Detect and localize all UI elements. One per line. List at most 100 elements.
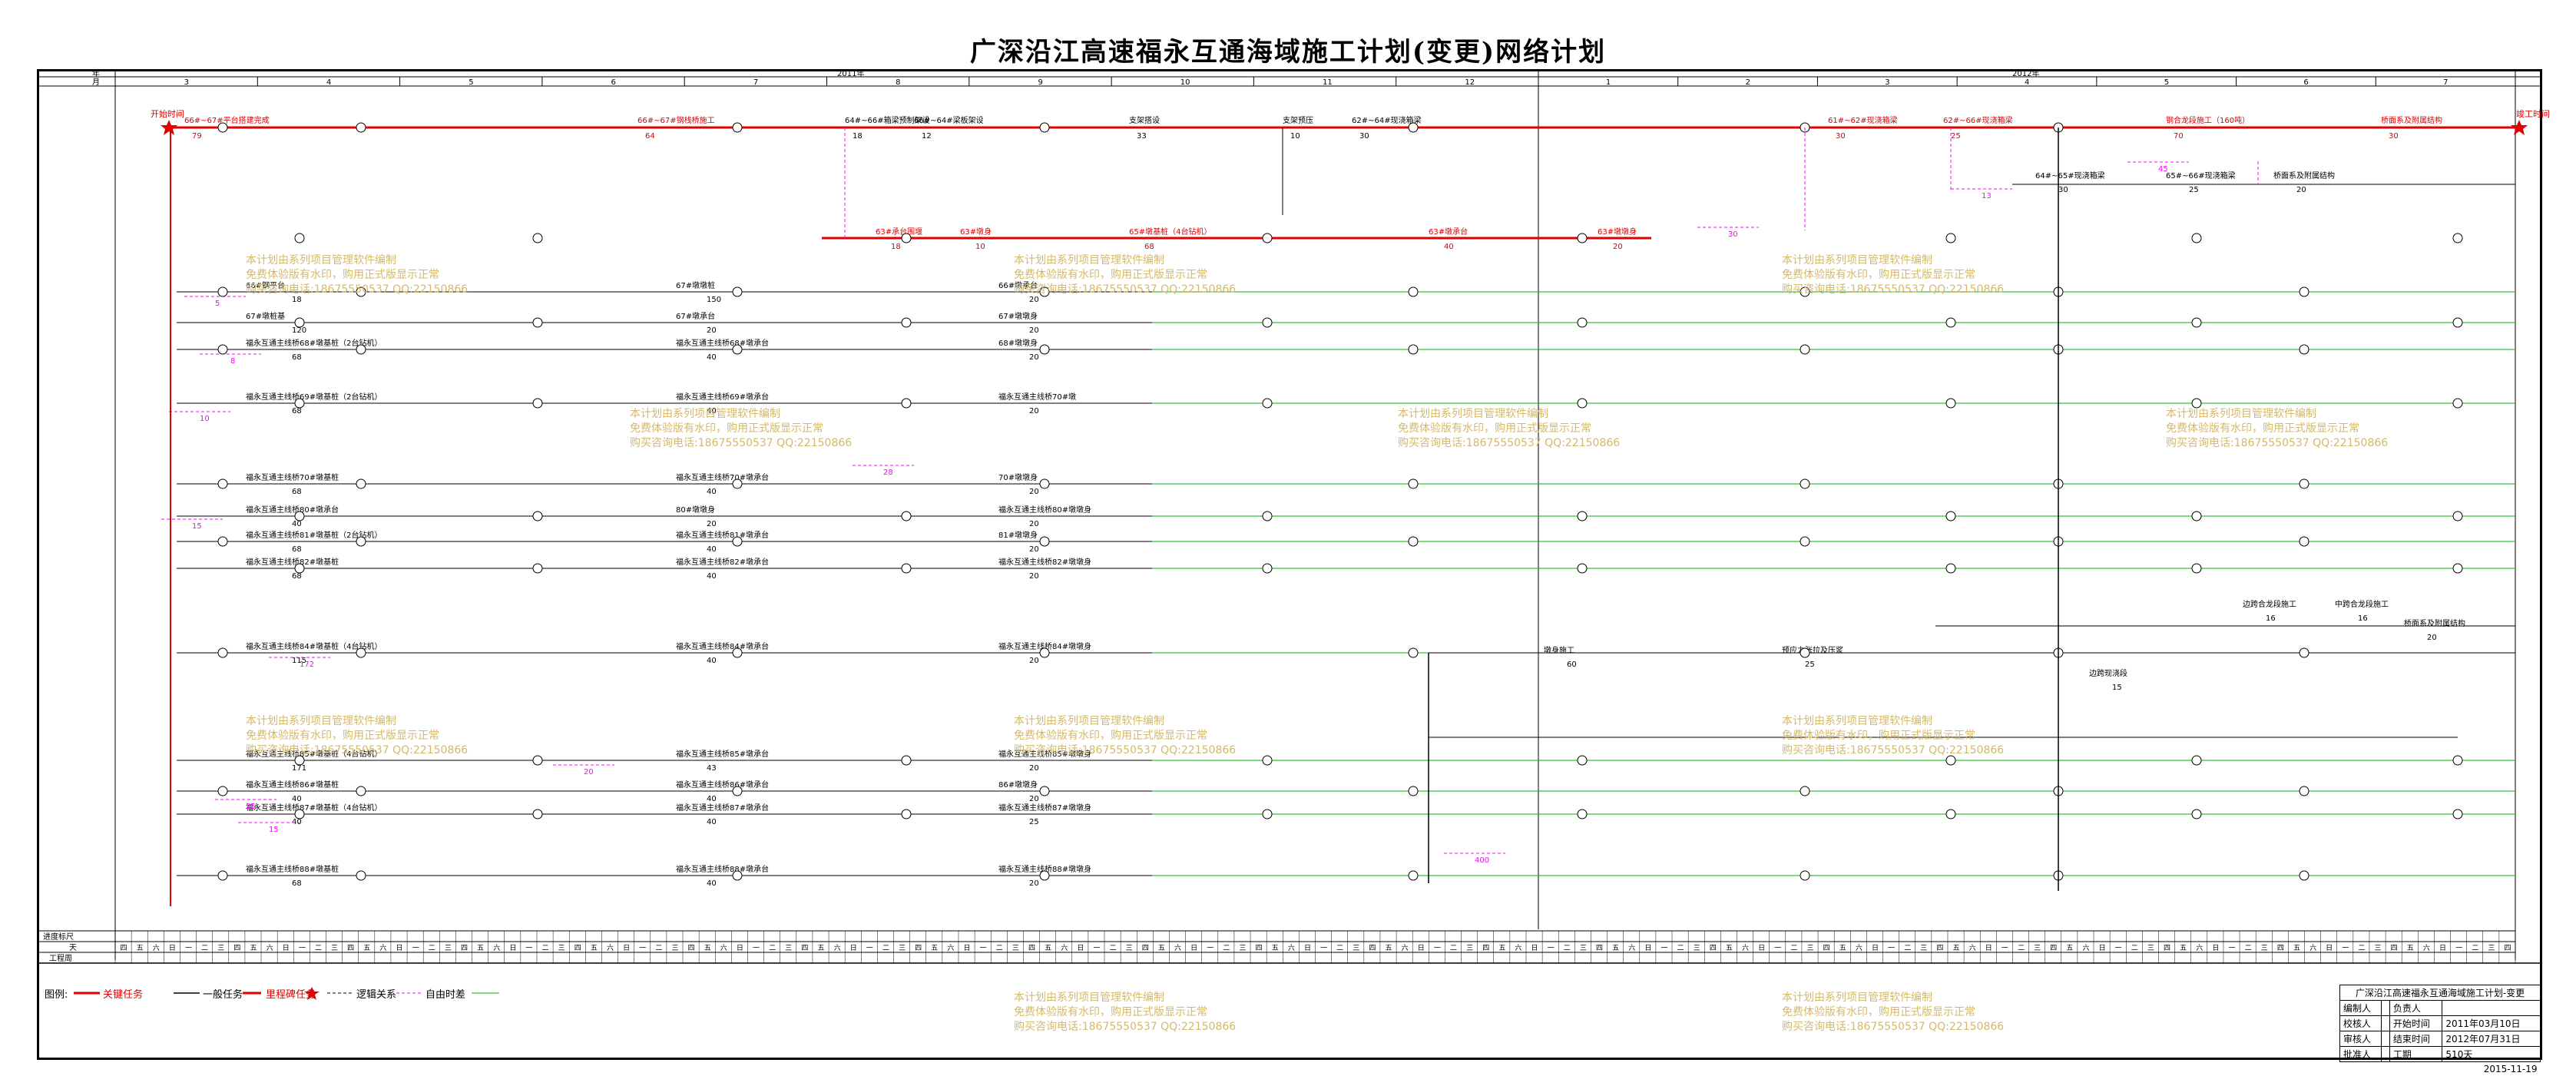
activity-duration: 20	[1029, 764, 1039, 773]
activity-label: 67#墩承台	[676, 311, 715, 321]
event-node	[1578, 756, 1587, 765]
event-node	[733, 537, 742, 546]
weekday-cell: 四	[461, 945, 468, 952]
weekday-cell: 四	[1936, 945, 1943, 952]
event-node	[2453, 809, 2462, 819]
event-node	[2453, 399, 2462, 408]
timescale-ticks: 四五六日一二三四五六日一二三四五六日一二三四五六日一二三四五六日一二三四五六日一…	[115, 931, 2515, 963]
activity-label: 福永互通主线桥80#墩墩身	[998, 505, 1091, 515]
event-node	[733, 123, 742, 132]
watermark-line: 免费体验版有水印，购用正式版显示正常	[1398, 422, 1591, 435]
event-node	[1040, 648, 1049, 657]
weekday-cell: 一	[1660, 945, 1667, 952]
activity-duration: 40	[707, 879, 717, 888]
month-label-2012: 1	[1606, 78, 1611, 87]
event-node	[1800, 345, 1809, 354]
activity-label: 福永互通主线桥84#墩承台	[676, 641, 769, 651]
weekday-cell: 四	[915, 945, 922, 952]
weekday-cell: 六	[267, 943, 273, 952]
watermark-line: 购买咨询电话:18675550537 QQ:22150866	[1014, 1021, 1236, 1033]
weekday-cell: 二	[996, 945, 1003, 952]
weekday-cell: 二	[2358, 945, 2365, 952]
watermark: 本计划由系列项目管理软件编制 免费体验版有水印，购用正式版显示正常 购买咨询电话…	[1782, 991, 2004, 1035]
weekday-cell: 日	[737, 944, 743, 952]
weekday-cell: 四	[574, 945, 581, 952]
weekday-cell: 四	[1482, 945, 1489, 952]
weekday-cell: 六	[1969, 943, 1976, 952]
critical-task-label: 66#~67#钢栈桥施工	[637, 115, 715, 125]
event-node	[295, 809, 304, 819]
watermark-line: 本计划由系列项目管理软件编制	[1782, 254, 1932, 267]
weekday-cell: 五	[2180, 945, 2187, 952]
critical-task-label: 66#~67#平台搭建完成	[184, 115, 270, 125]
weekday-cell: 一	[2228, 945, 2235, 952]
event-node	[2453, 756, 2462, 765]
watermark-line: 本计划由系列项目管理软件编制	[1014, 992, 1164, 1004]
sub-critical-label: 63#墩墩身	[1598, 227, 1637, 237]
weekday-cell: 三	[2375, 945, 2382, 952]
weekday-cell: 四	[1369, 945, 1376, 952]
watermark-line: 购买咨询电话:18675550537 QQ:22150866	[1782, 283, 2004, 296]
weekday-cell: 三	[1012, 945, 1019, 952]
month-label-2011: 12	[1465, 78, 1475, 87]
activity-label: 边跨合龙段施工	[2243, 599, 2296, 609]
weekday-cell: 四	[2164, 945, 2170, 952]
critical-task-duration: 70	[2174, 132, 2184, 141]
weekday-cell: 日	[2439, 944, 2446, 952]
event-node	[1040, 345, 1049, 354]
watermark-line: 本计划由系列项目管理软件编制	[1782, 992, 1932, 1004]
event-node	[295, 318, 304, 327]
weekday-cell: 三	[1126, 945, 1133, 952]
weekday-cell: 四	[688, 945, 695, 952]
activity-duration: 25	[1805, 660, 1815, 669]
weekday-cell: 一	[412, 945, 419, 952]
weekday-cell: 二	[429, 945, 435, 952]
weekday-cell: 四	[1710, 945, 1717, 952]
activity-duration: 40	[707, 818, 717, 826]
watermark-line: 本计划由系列项目管理软件编制	[246, 715, 396, 727]
watermark-line: 购买咨询电话:18675550537 QQ:22150866	[1782, 1021, 2004, 1033]
event-node	[1946, 399, 1955, 408]
activity-label: 福永互通主线桥87#墩基桩（4台钻机）	[246, 803, 382, 813]
event-node	[1578, 233, 1587, 243]
event-node	[1040, 871, 1049, 880]
activity-duration: 120	[292, 326, 306, 335]
event-node	[1263, 564, 1272, 573]
activity-duration: 40	[292, 795, 302, 803]
sub-critical-duration: 68	[1144, 243, 1154, 251]
activity-label: 67#墩桩基	[246, 311, 285, 321]
weekday-cell: 三	[785, 945, 792, 952]
activity-duration: 20	[707, 520, 717, 528]
weekday-cell: 四	[1142, 945, 1149, 952]
weekday-cell: 二	[1223, 945, 1230, 952]
event-node	[2300, 345, 2309, 354]
weekday-cell: 二	[2245, 945, 2252, 952]
free-float-value: 30	[1728, 230, 1738, 239]
weekday-cell: 日	[396, 944, 403, 952]
weekday-cell: 日	[1190, 944, 1197, 952]
watermark-line: 购买咨询电话:18675550537 QQ:22150866	[1014, 744, 1236, 757]
weekday-cell: 一	[1888, 945, 1895, 952]
weekday-cell: 三	[671, 945, 678, 952]
event-node	[218, 786, 227, 796]
weekday-cell: 日	[850, 944, 857, 952]
event-node	[295, 564, 304, 573]
event-node	[2192, 564, 2201, 573]
activity-duration: 20	[1029, 407, 1039, 416]
signoff-cell: 2011年03月10日	[2442, 1016, 2541, 1031]
critical-task-label: 支架预压	[1283, 116, 1313, 125]
event-node	[1409, 345, 1418, 354]
signoff-cell	[2382, 1047, 2390, 1062]
watermark-line: 免费体验版有水印，购用正式版显示正常	[1782, 1006, 1975, 1018]
event-node	[295, 233, 304, 243]
event-node	[902, 512, 911, 521]
watermark-line: 免费体验版有水印，购用正式版显示正常	[246, 730, 439, 742]
watermark: 本计划由系列项目管理软件编制 免费体验版有水印，购用正式版显示正常 购买咨询电话…	[1014, 991, 1236, 1035]
watermark-line: 购买咨询电话:18675550537 QQ:22150866	[1014, 283, 1236, 296]
activity-duration: 20	[1029, 326, 1039, 335]
weekday-cell: 日	[623, 944, 630, 952]
event-node	[1409, 786, 1418, 796]
event-node	[1040, 537, 1049, 546]
free-float-value: 8	[230, 357, 235, 366]
event-node	[1263, 756, 1272, 765]
